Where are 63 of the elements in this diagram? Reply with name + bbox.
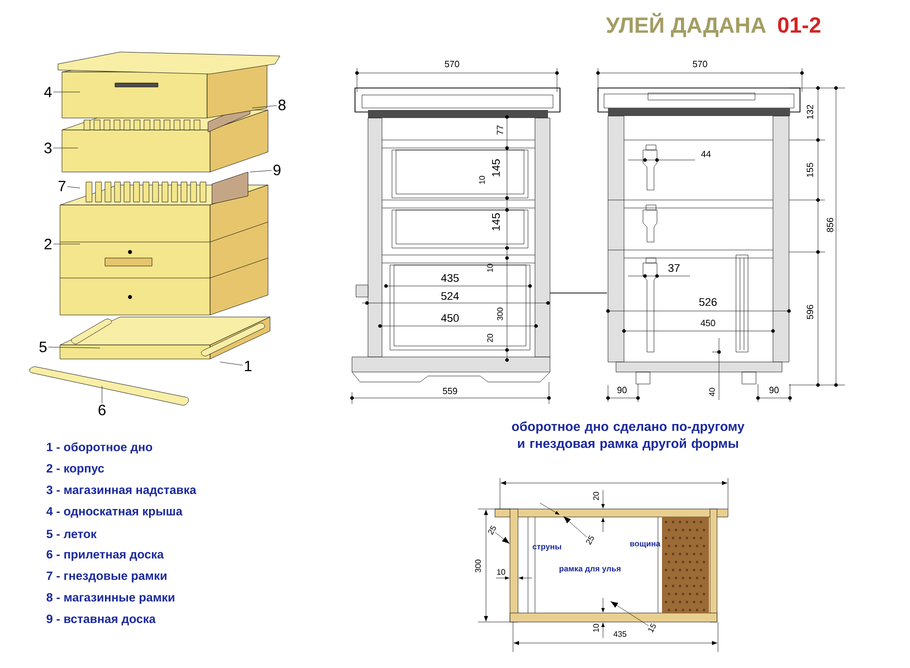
dimension-label: 10 <box>479 176 485 184</box>
legend-item: 7 - гнездовые рамки <box>46 572 166 582</box>
callout-number: 2 <box>44 238 52 250</box>
dimension-label: 25 <box>586 535 594 545</box>
leader-line <box>563 516 588 538</box>
dimension-label: 570 <box>444 60 460 68</box>
dimension-label: 145 <box>492 159 500 176</box>
dimension-label: 10 <box>497 569 506 575</box>
leader-line <box>250 170 272 172</box>
leader-line <box>252 105 277 108</box>
dimension-label: 15 <box>648 623 656 633</box>
legend-item: 6 - прилетная доска <box>46 550 164 561</box>
dimension-label: 450 <box>441 314 459 322</box>
callout-number: 7 <box>58 180 66 192</box>
dimension-label: 155 <box>806 162 814 177</box>
dimension-label: 37 <box>668 264 680 272</box>
dimension-label: 145 <box>492 213 500 230</box>
dimension-label: 44 <box>701 150 711 158</box>
callout-number: 4 <box>44 86 52 98</box>
part-label: вощина <box>630 542 660 548</box>
dimension-label: 10 <box>487 264 493 272</box>
callout-number: 5 <box>39 342 47 352</box>
dimension-label: 300 <box>497 308 503 320</box>
dimension-label: 132 <box>806 104 814 119</box>
leader-line <box>610 601 649 626</box>
dimension-label: 40 <box>709 388 715 396</box>
dimension-label: 10 <box>593 624 599 632</box>
dimension-label: 570 <box>692 60 708 68</box>
callout-number: 8 <box>278 100 286 110</box>
dimension-label: 435 <box>614 631 626 637</box>
dimension-label: 300 <box>475 560 481 572</box>
dimension-label: 25 <box>488 525 496 535</box>
callout-number: 9 <box>274 164 280 176</box>
dimension-label: 596 <box>806 304 814 320</box>
legend-item: 2 - корпус <box>46 464 104 475</box>
dimension-label: 77 <box>496 125 504 135</box>
leader-line <box>67 186 80 188</box>
callout-number: 1 <box>244 360 252 372</box>
dimension-label: 20 <box>593 492 599 500</box>
part-label: струны <box>532 545 562 551</box>
caption: оборотное дно сделано по-другому и гнездовая рамка другой формы <box>512 421 744 451</box>
leader-line <box>495 532 510 544</box>
sheet-number: 01-2 <box>778 17 820 33</box>
callout-number: 6 <box>98 404 106 416</box>
callout-number: 3 <box>44 142 52 154</box>
legend-item: 8 - магазинные рамки <box>46 593 174 604</box>
dimension-label: 90 <box>769 386 779 394</box>
dimension-label: 20 <box>487 334 493 342</box>
legend-item: 9 - вставная доска <box>46 614 156 626</box>
leader-line <box>220 362 243 366</box>
dimension-label: 450 <box>700 320 716 326</box>
legend-item: 5 - леток <box>46 530 97 538</box>
dimension-label: 90 <box>617 386 627 394</box>
dimension-label: 856 <box>826 218 834 232</box>
dimension-label: 559 <box>442 388 458 394</box>
legend-item: 1 - оборотное дно <box>46 442 152 454</box>
part-label: рамка для улья <box>560 567 620 573</box>
dimension-label: 435 <box>441 274 459 282</box>
dimension-label: 526 <box>699 298 717 306</box>
legend-item: 4 - односкатная крыша <box>46 507 183 518</box>
legend-item: 3 - магазинная надставка <box>46 486 196 496</box>
title: УЛЕЙ ДАДАНА <box>606 12 766 38</box>
dimension-label: 524 <box>441 292 459 300</box>
